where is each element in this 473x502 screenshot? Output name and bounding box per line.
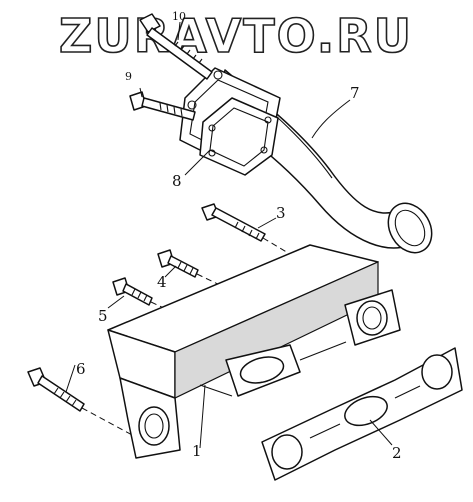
leader-lines [65, 21, 393, 449]
callout-5: 5 [98, 307, 108, 325]
callout-9: 9 [125, 70, 132, 83]
callout-1: 1 [192, 442, 202, 460]
callout-8: 8 [172, 172, 182, 190]
bolt-10 [139, 13, 213, 80]
callout-6: 6 [76, 360, 86, 378]
callout-3: 3 [276, 204, 286, 222]
callout-7: 7 [350, 84, 360, 102]
callout-10: 10 [172, 10, 186, 23]
flange-gasket [199, 97, 279, 176]
callout-2: 2 [392, 444, 402, 462]
watermark-logo: ZURAVTO.RU [59, 9, 413, 63]
callout-4: 4 [157, 273, 167, 291]
exhaust-manifold [107, 244, 401, 459]
manifold-gasket [261, 347, 463, 481]
